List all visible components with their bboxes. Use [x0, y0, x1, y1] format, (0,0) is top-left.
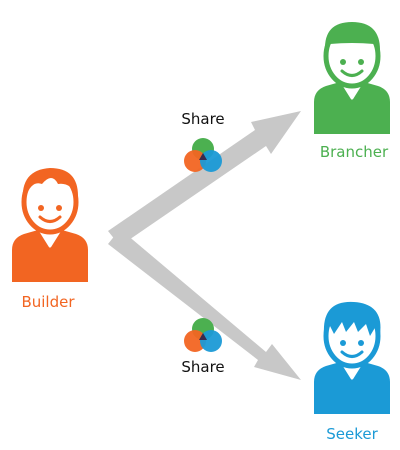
- brancher-icon: [314, 22, 390, 134]
- edge-label-share-bottom: Share: [181, 358, 225, 376]
- edge-label-share-top: Share: [181, 110, 225, 128]
- venn-share-icon: [184, 138, 222, 172]
- arrow-to-brancher: [108, 111, 301, 246]
- seeker-label: Seeker: [326, 425, 378, 443]
- brancher-label: Brancher: [319, 143, 389, 161]
- venn-share-icon: [184, 318, 222, 352]
- builder-label: Builder: [21, 293, 75, 311]
- builder-icon: [12, 168, 88, 282]
- seeker-icon: [314, 301, 390, 414]
- arrow-to-seeker: [108, 229, 301, 380]
